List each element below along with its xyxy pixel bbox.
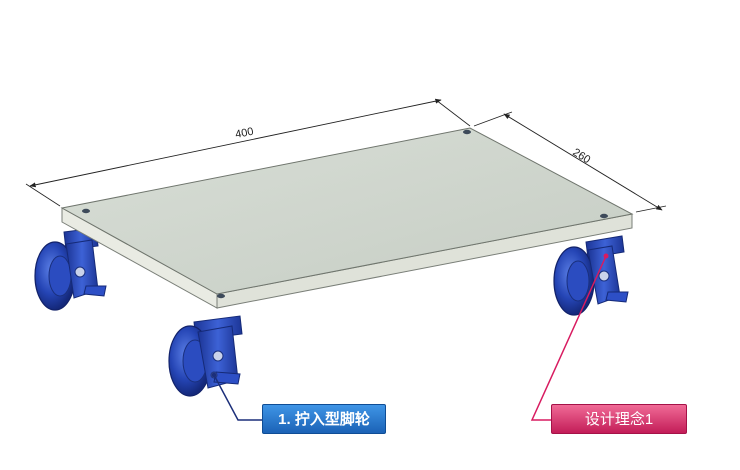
caster-back-right — [553, 235, 629, 316]
callout-design-concept[interactable]: 设计理念1 — [551, 404, 687, 434]
dimension-width-label: 260 — [570, 146, 592, 166]
dimension-length: 400 — [25, 98, 471, 207]
cart-top-panel — [60, 127, 634, 309]
callout-left-leader — [213, 374, 262, 421]
caster-front-left — [168, 315, 243, 397]
dimension-length-label: 400 — [234, 126, 254, 141]
callout-right-anchor — [603, 253, 609, 259]
caster-back-left — [34, 227, 107, 311]
callout-right-leader — [530, 255, 607, 421]
callout-left-anchor — [211, 372, 217, 378]
callout-screw-in-caster[interactable]: 1. 拧入型脚轮 — [262, 404, 386, 434]
